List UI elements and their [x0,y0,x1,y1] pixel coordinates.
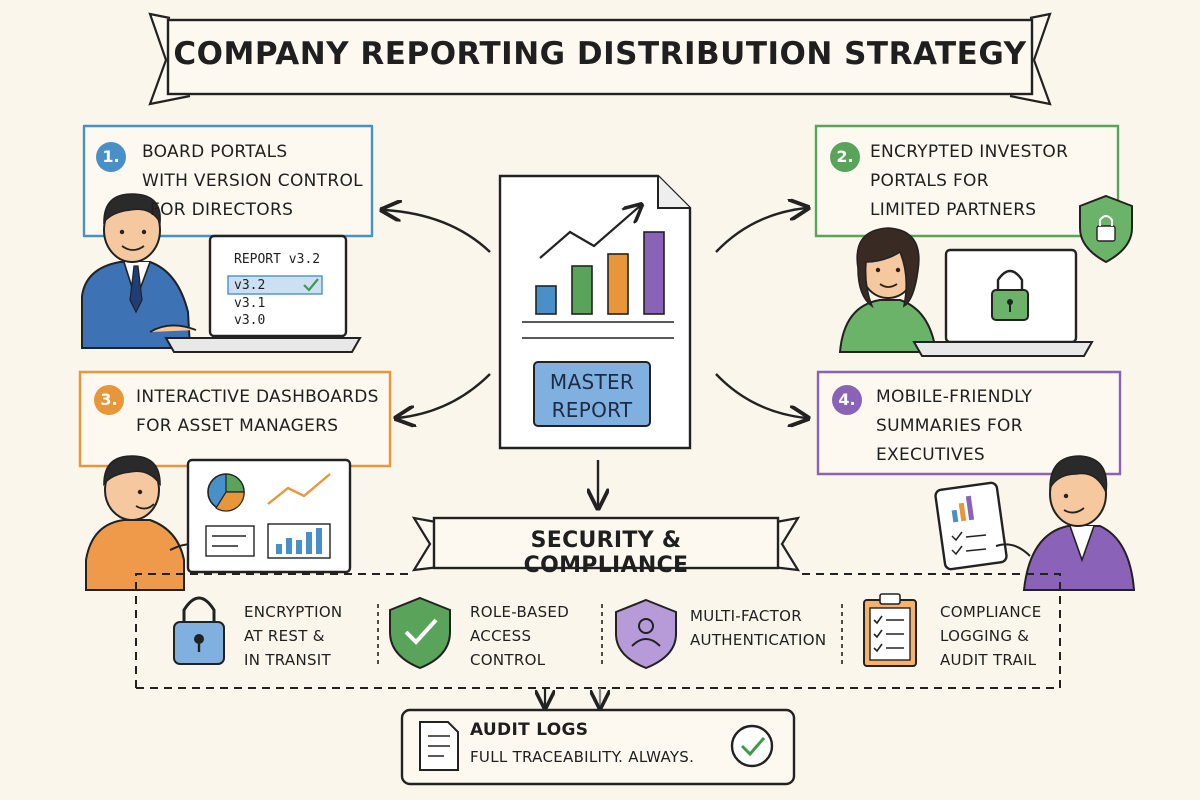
security-item-rbac: ROLE-BASED ACCESS CONTROL [470,600,569,672]
title-banner [148,12,1052,106]
channel-4-line-3: EXECUTIVES [876,445,986,465]
security-item-1-line-1: ENCRYPTION [244,603,343,621]
security-item-mfa: MULTI-FACTOR AUTHENTICATION [690,604,826,652]
security-item-1-line-3: IN TRANSIT [244,651,331,669]
channel-3-line-2: FOR ASSET MANAGERS [136,416,339,436]
security-item-encryption: ENCRYPTION AT REST & IN TRANSIT [244,600,342,672]
channel-4-line-2: SUMMARIES FOR [876,416,1023,436]
master-report-line-1: MASTER [549,370,635,394]
distribution-arrows [384,208,806,506]
channel-2-line-3: LIMITED PARTNERS [870,200,1037,220]
audit-subtitle: FULL TRACEABILITY. ALWAYS. [470,748,695,766]
channel-2-line-1: ENCRYPTED INVESTOR [870,142,1069,162]
user-shield-icon [615,598,677,670]
master-report-label: MASTER REPORT [537,368,647,424]
document-icon [419,721,459,771]
shield-check-icon [389,596,451,670]
channel-1-line-1: BOARD PORTALS [142,142,288,162]
version-item-1: v3.2 [234,278,266,293]
security-item-4-line-1: COMPLIANCE [940,603,1042,621]
investor-illustration [838,194,1133,357]
security-item-2-line-3: CONTROL [470,651,546,669]
channel-4-description: MOBILE-FRIENDLY SUMMARIES FOR EXECUTIVES [876,383,1032,470]
channel-1-line-3: FOR DIRECTORS [150,200,294,220]
security-panel [135,573,1061,689]
channel-card-4-frame [816,370,1122,476]
security-item-2-line-2: ACCESS [470,627,532,645]
channel-1-description: BOARD PORTALS WITH VERSION CONTROL FOR D… [142,138,363,225]
padlock-icon [173,596,225,665]
channel-number-3: 3. [94,385,124,415]
channel-number-2: 2. [830,142,860,172]
security-item-4-line-3: AUDIT TRAIL [940,651,1037,669]
master-report-document [498,174,692,450]
channel-1-line-2: WITH VERSION CONTROL [142,171,363,191]
check-circle-icon [730,724,774,768]
security-item-3-line-2: AUTHENTICATION [690,631,827,649]
audit-title: AUDIT LOGS [470,720,589,740]
page-title: COMPANY REPORTING DISTRIBUTION STRATEGY [173,36,1027,72]
security-title: SECURITY & COMPLIANCE [523,528,689,578]
channel-card-3-frame [78,370,392,468]
clipboard-checklist-icon [863,593,917,667]
executive-illustration [934,455,1136,591]
audit-arrows [545,688,600,706]
security-item-2-line-1: ROLE-BASED [470,603,570,621]
channel-number-4: 4. [832,385,862,415]
master-report-line-2: REPORT [551,398,633,422]
channel-3-line-1: INTERACTIVE DASHBOARDS [136,387,379,407]
channel-2-line-2: PORTALS FOR [870,171,989,191]
version-item-3: v3.0 [234,313,266,328]
security-item-4-line-2: LOGGING & [940,627,1030,645]
channel-4-line-1: MOBILE-FRIENDLY [876,387,1033,407]
version-item-2: v3.1 [234,296,266,311]
audit-logs-box [400,708,796,786]
channel-2-description: ENCRYPTED INVESTOR PORTALS FOR LIMITED P… [870,138,1068,225]
security-item-3-line-1: MULTI-FACTOR [690,607,802,625]
director-illustration [81,193,362,353]
version-header: REPORT v3.2 [234,252,321,267]
security-item-compliance: COMPLIANCE LOGGING & AUDIT TRAIL [940,600,1041,672]
security-banner [411,516,801,572]
security-item-1-line-2: AT REST & [244,627,325,645]
channel-3-description: INTERACTIVE DASHBOARDS FOR ASSET MANAGER… [136,383,379,441]
asset-manager-illustration [85,455,352,591]
channel-number-1: 1. [96,142,126,172]
